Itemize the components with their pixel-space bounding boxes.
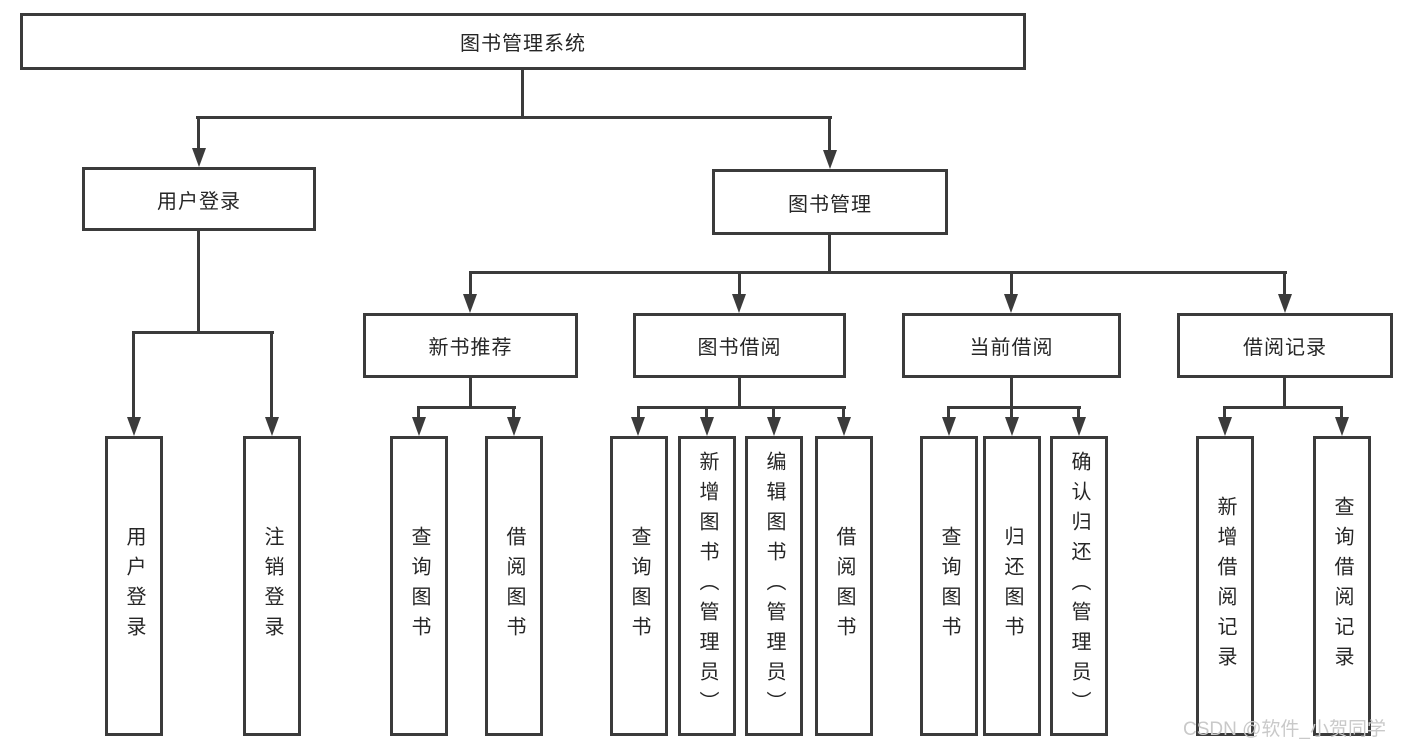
connector-line xyxy=(196,116,832,119)
leaf-return-books: 归还图书 xyxy=(983,436,1041,736)
connector-line xyxy=(637,406,846,409)
leaf-user-login-label: 用户登录 xyxy=(123,526,145,646)
node-book-borrow: 图书借阅 xyxy=(633,313,846,378)
connector-line xyxy=(469,271,1287,274)
node-new-book-recommend: 新书推荐 xyxy=(363,313,578,378)
leaf-query-books-3-label: 查询图书 xyxy=(938,526,960,646)
arrowhead-down-icon xyxy=(412,417,426,436)
connector-line xyxy=(1010,271,1013,297)
node-root-label: 图书管理系统 xyxy=(460,33,586,55)
arrowhead-down-icon xyxy=(631,417,645,436)
leaf-confirm-return-admin: 确认归还（管理员） xyxy=(1050,436,1108,736)
arrowhead-down-icon xyxy=(1218,417,1232,436)
leaf-user-login: 用户登录 xyxy=(105,436,163,736)
node-book-management: 图书管理 xyxy=(712,169,948,235)
connector-line xyxy=(828,116,831,152)
connector-line xyxy=(1077,406,1080,419)
leaf-query-books-3: 查询图书 xyxy=(920,436,978,736)
leaf-query-books-2-label: 查询图书 xyxy=(628,526,650,646)
arrowhead-down-icon xyxy=(1005,417,1019,436)
connector-line xyxy=(197,116,200,150)
arrowhead-down-icon xyxy=(463,294,477,313)
csdn-watermark: CSDN @软件_小贺同学 xyxy=(1183,719,1386,740)
connector-line xyxy=(1340,406,1343,419)
connector-line xyxy=(738,378,741,408)
node-borrow-records: 借阅记录 xyxy=(1177,313,1393,378)
leaf-query-borrow-record: 查询借阅记录 xyxy=(1313,436,1371,736)
connector-line xyxy=(469,378,472,408)
leaf-query-books-1: 查询图书 xyxy=(390,436,448,736)
connector-line xyxy=(132,331,135,419)
arrowhead-down-icon xyxy=(837,417,851,436)
connector-line xyxy=(417,406,420,419)
leaf-edit-book-admin-label: 编辑图书（管理员） xyxy=(763,451,785,721)
leaf-query-books-1-label: 查询图书 xyxy=(408,526,430,646)
connector-line xyxy=(521,70,524,118)
arrowhead-down-icon xyxy=(1072,417,1086,436)
leaf-logout-login-label: 注销登录 xyxy=(261,526,283,646)
arrowhead-down-icon xyxy=(127,417,141,436)
leaf-borrow-books-1-label: 借阅图书 xyxy=(503,526,525,646)
connector-line xyxy=(417,406,516,409)
leaf-logout-login: 注销登录 xyxy=(243,436,301,736)
arrowhead-down-icon xyxy=(265,417,279,436)
arrowhead-down-icon xyxy=(192,148,206,167)
connector-line xyxy=(738,271,741,297)
arrowhead-down-icon xyxy=(1278,294,1292,313)
arrowhead-down-icon xyxy=(823,150,837,169)
connector-line xyxy=(1010,378,1013,408)
leaf-confirm-return-admin-label: 确认归还（管理员） xyxy=(1068,451,1090,721)
leaf-return-books-label: 归还图书 xyxy=(1001,526,1023,646)
arrowhead-down-icon xyxy=(942,417,956,436)
arrowhead-down-icon xyxy=(507,417,521,436)
node-borrow-records-label: 借阅记录 xyxy=(1243,337,1327,359)
connector-line xyxy=(1223,406,1343,409)
connector-line xyxy=(1283,378,1286,408)
node-current-borrow-label: 当前借阅 xyxy=(969,337,1054,359)
leaf-query-borrow-record-label: 查询借阅记录 xyxy=(1331,496,1353,676)
connector-line xyxy=(842,406,845,419)
connector-line xyxy=(512,406,515,419)
node-book-borrow-label: 图书借阅 xyxy=(697,337,782,359)
connector-line xyxy=(637,406,640,419)
connector-line xyxy=(132,331,274,334)
node-root: 图书管理系统 xyxy=(20,13,1026,70)
node-user-login-label: 用户登录 xyxy=(157,190,241,213)
connector-line xyxy=(947,406,950,419)
connector-line xyxy=(772,406,775,419)
leaf-borrow-books-2-label: 借阅图书 xyxy=(833,526,855,646)
leaf-borrow-books-1: 借阅图书 xyxy=(485,436,543,736)
arrowhead-down-icon xyxy=(732,294,746,313)
leaf-add-borrow-record: 新增借阅记录 xyxy=(1196,436,1254,736)
node-book-management-label: 图书管理 xyxy=(788,193,872,216)
connector-line xyxy=(197,231,200,333)
connector-line xyxy=(947,406,1081,409)
leaf-borrow-books-2: 借阅图书 xyxy=(815,436,873,736)
arrowhead-down-icon xyxy=(767,417,781,436)
leaf-add-borrow-record-label: 新增借阅记录 xyxy=(1214,496,1236,676)
node-user-login: 用户登录 xyxy=(82,167,316,231)
leaf-add-book-admin: 新增图书（管理员） xyxy=(678,436,736,736)
leaf-query-books-2: 查询图书 xyxy=(610,436,668,736)
leaf-add-book-admin-label: 新增图书（管理员） xyxy=(696,451,718,721)
arrowhead-down-icon xyxy=(1004,294,1018,313)
arrowhead-down-icon xyxy=(1335,417,1349,436)
connector-line xyxy=(1223,406,1226,419)
connector-line xyxy=(1010,406,1013,419)
leaf-edit-book-admin: 编辑图书（管理员） xyxy=(745,436,803,736)
connector-line xyxy=(828,235,831,273)
connector-line xyxy=(270,331,273,419)
node-new-book-recommend-label: 新书推荐 xyxy=(428,337,513,359)
connector-line xyxy=(1283,271,1286,297)
node-current-borrow: 当前借阅 xyxy=(902,313,1121,378)
connector-line xyxy=(705,406,708,419)
connector-line xyxy=(469,271,472,297)
arrowhead-down-icon xyxy=(700,417,714,436)
